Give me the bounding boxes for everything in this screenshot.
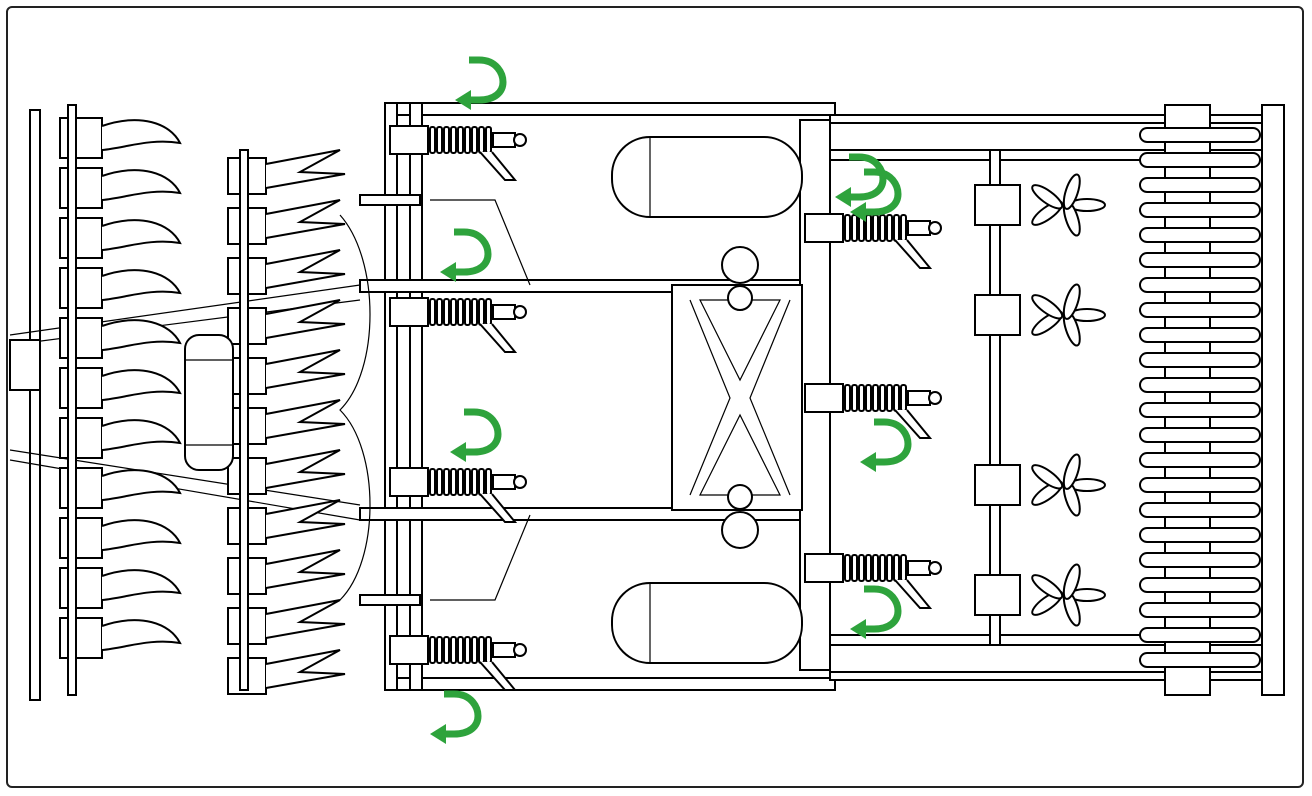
star-tine-unit bbox=[974, 563, 1106, 627]
u-turn-arrow-icon bbox=[835, 153, 887, 207]
transport-wheels bbox=[611, 136, 803, 664]
roller-ring bbox=[1139, 427, 1261, 443]
u-turn-arrow-icon bbox=[450, 408, 502, 462]
star-tine-unit bbox=[974, 453, 1106, 517]
disc-unit bbox=[59, 417, 182, 459]
roller-ring bbox=[1139, 127, 1261, 143]
u-turn-arrow-icon bbox=[860, 418, 912, 472]
disc-unit bbox=[59, 517, 182, 559]
disc-unit bbox=[59, 167, 182, 209]
roller-ring bbox=[1139, 177, 1261, 193]
rear-star-tines bbox=[974, 149, 1106, 646]
roller-ring bbox=[1139, 552, 1261, 568]
u-turn-arrow-icon bbox=[850, 585, 902, 639]
roller-ring bbox=[1139, 327, 1261, 343]
spring-tines bbox=[389, 125, 942, 691]
spring-tine bbox=[389, 125, 527, 181]
tine-row-front bbox=[227, 149, 346, 695]
disc-unit bbox=[59, 567, 182, 609]
roller-ring bbox=[1139, 302, 1261, 318]
roller-ring bbox=[1139, 377, 1261, 393]
rotation-arrows bbox=[430, 56, 912, 744]
star-tine-unit bbox=[974, 173, 1106, 237]
disc-unit bbox=[59, 317, 182, 359]
disc-unit bbox=[59, 267, 182, 309]
disc-unit bbox=[59, 117, 182, 159]
roller-ring bbox=[1139, 627, 1261, 643]
roller-ring bbox=[1139, 602, 1261, 618]
roller-ring bbox=[1139, 527, 1261, 543]
spring-tine bbox=[389, 635, 527, 691]
roller-ring bbox=[1139, 652, 1261, 668]
disc-unit bbox=[59, 367, 182, 409]
u-turn-arrow-icon bbox=[440, 228, 492, 282]
front-hitch-beam bbox=[9, 109, 361, 701]
roller-ring bbox=[1139, 227, 1261, 243]
star-tine-unit bbox=[974, 283, 1106, 347]
roller-ring bbox=[1139, 152, 1261, 168]
spring-tine bbox=[804, 213, 942, 269]
roller-ring bbox=[1139, 252, 1261, 268]
disc-unit bbox=[59, 217, 182, 259]
spring-tine bbox=[389, 467, 527, 523]
roller-ring bbox=[1139, 577, 1261, 593]
roller-ring bbox=[1139, 352, 1261, 368]
roller-ring bbox=[1139, 277, 1261, 293]
packer-roller bbox=[1139, 104, 1285, 696]
spring-tine bbox=[804, 553, 942, 609]
center-axle-frame bbox=[671, 246, 803, 549]
air-tank bbox=[184, 334, 234, 471]
front-disc-gang bbox=[59, 104, 182, 696]
roller-ring bbox=[1139, 202, 1261, 218]
roller-ring bbox=[1139, 452, 1261, 468]
roller-ring bbox=[1139, 502, 1261, 518]
spring-tine bbox=[804, 383, 942, 439]
spring-tine bbox=[389, 297, 527, 353]
disc-unit bbox=[59, 617, 182, 659]
roller-ring bbox=[1139, 402, 1261, 418]
u-turn-arrow-icon bbox=[455, 56, 507, 110]
roller-ring bbox=[1139, 477, 1261, 493]
u-turn-arrow-icon bbox=[430, 690, 482, 744]
